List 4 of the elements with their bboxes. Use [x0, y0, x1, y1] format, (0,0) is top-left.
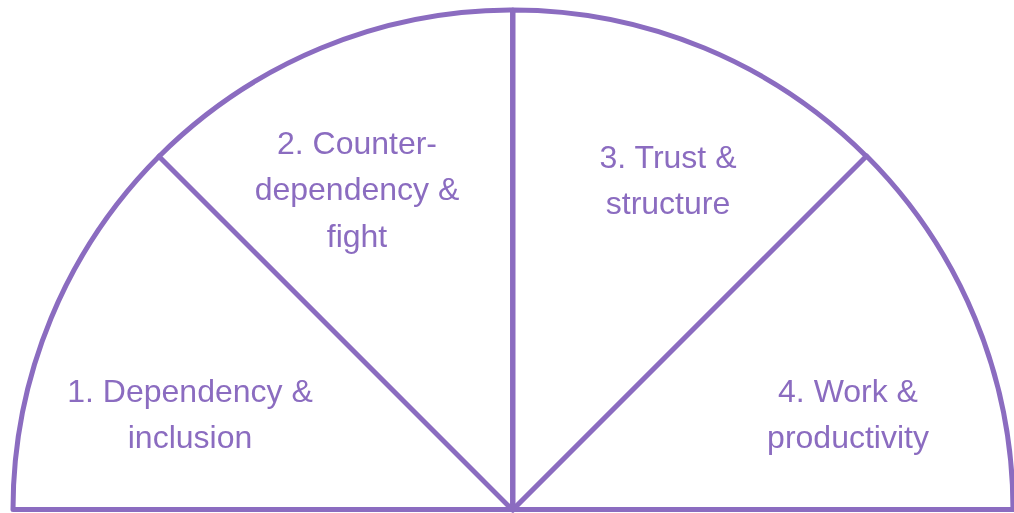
- sector-label: 1. Dependency & inclusion: [66, 371, 314, 457]
- sector-label: 4. Work & productivity: [766, 371, 930, 457]
- sector-label: 3. Trust & structure: [598, 137, 738, 223]
- sector-label: 2. Counter-dependency & fight: [253, 124, 461, 257]
